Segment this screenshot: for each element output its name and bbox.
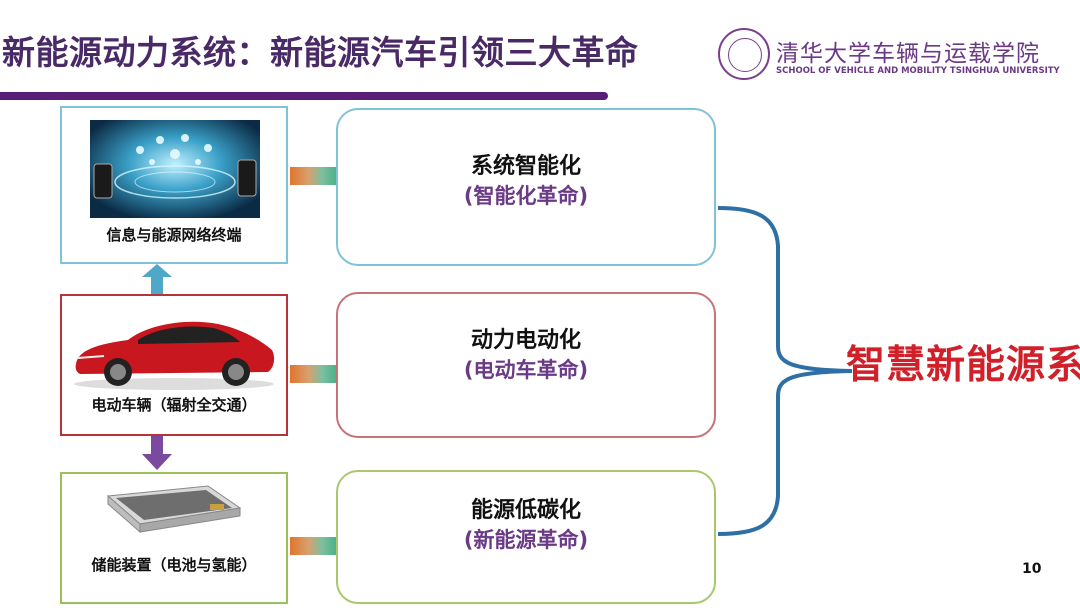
red-electric-car-image (74, 321, 275, 390)
revolution-box-electric: 动力电动化 (电动车革命) (336, 292, 716, 438)
revolution-title: 系统智能化 (470, 154, 581, 179)
system-title: 智慧新能源系统 (846, 343, 1080, 388)
node-label: 储能装置（电池与氢能） (91, 556, 257, 574)
node-electric-vehicle: 电动车辆（辐射全交通） (60, 294, 288, 436)
revolution-subtitle: (新能源革命) (463, 528, 589, 552)
revolution-title: 动力电动化 (470, 328, 581, 353)
node-network-terminal: 信息与能源网络终端 (60, 106, 288, 264)
arrow-up-icon (142, 264, 172, 294)
page-number: 10 (1022, 561, 1042, 577)
university-logo-icon (718, 28, 770, 80)
node-label: 电动车辆（辐射全交通） (91, 396, 257, 414)
curly-brace-icon (717, 206, 853, 536)
node-label: 信息与能源网络终端 (106, 226, 242, 244)
title-underline-bar (0, 92, 608, 100)
revolution-box-intelligent: 系统智能化 (智能化革命) (336, 108, 716, 266)
revolution-subtitle: (智能化革命) (463, 184, 589, 208)
revolution-title: 能源低碳化 (470, 498, 581, 523)
arrow-down-icon (142, 436, 172, 470)
smart-network-devices-image (90, 120, 260, 218)
connector-bar (290, 167, 336, 185)
node-energy-storage: 储能装置（电池与氢能） (60, 472, 288, 604)
school-name-cn: 清华大学车辆与运载学院 (776, 41, 1040, 67)
revolution-subtitle: (电动车革命) (463, 358, 589, 382)
connector-bar (290, 537, 336, 555)
battery-pack-image (106, 485, 242, 534)
revolution-box-lowcarbon: 能源低碳化 (新能源革命) (336, 470, 716, 604)
page-title: 新能源动力系统：新能源汽车引领三大革命 (2, 33, 639, 72)
school-name-en: SCHOOL OF VEHICLE AND MOBILITY TSINGHUA … (776, 66, 1060, 76)
connector-bar (290, 365, 336, 383)
